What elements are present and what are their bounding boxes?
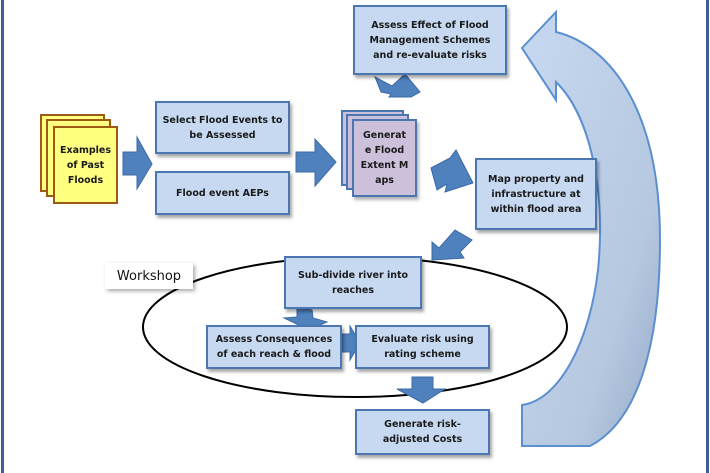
node-assess-effect: Assess Effect of Flood Management Scheme… [353, 5, 507, 75]
node-examples-past-floods: Examples of Past Floods [53, 126, 118, 204]
examples-past-floods-label: Examples of Past Floods [59, 144, 112, 186]
node-flood-event-aeps: Flood event AEPs [155, 171, 290, 215]
node-generate-costs: Generate risk-adjusted Costs [355, 409, 490, 455]
arrow-assess-effect-to-maps [374, 73, 421, 98]
node-generate-flood-extent-maps: Generat e Flood Extent Maps [352, 119, 417, 197]
node-assess-consequences: Assess Consequences of each reach & floo… [206, 325, 342, 369]
arrow-select-to-maps [295, 137, 337, 188]
workshop-label: Workshop [105, 263, 193, 289]
node-subdivide-river: Sub-divide river into reaches [284, 256, 422, 309]
node-map-property: Map property and infrastructure at withi… [475, 158, 597, 230]
arrow-evaluate-to-costs [396, 376, 447, 404]
workshop-label-text: Workshop [116, 268, 182, 284]
arrow-property-to-subdivide [431, 229, 473, 261]
assess-effect-label: Assess Effect of Flood Management Scheme… [369, 19, 491, 61]
subdivide-river-label: Sub-divide river into reaches [297, 269, 409, 296]
flood-event-aeps-label: Flood event AEPs [176, 187, 269, 199]
arrow-examples-to-select [122, 135, 153, 191]
node-select-flood-events: Select Flood Events to be Assessed [155, 101, 290, 154]
node-evaluate-risk: Evaluate risk using rating scheme [355, 325, 490, 369]
feedback-curved-arrow [520, 9, 662, 447]
map-property-label: Map property and infrastructure at withi… [488, 173, 584, 215]
select-flood-events-label: Select Flood Events to be Assessed [162, 114, 283, 141]
evaluate-risk-label: Evaluate risk using rating scheme [371, 334, 474, 360]
arrow-maps-to-property [430, 149, 474, 193]
frame-left-border [1, 0, 4, 473]
generate-costs-label: Generate risk-adjusted Costs [382, 419, 463, 445]
assess-consequences-label: Assess Consequences of each reach & floo… [215, 334, 333, 360]
frame-right-border [706, 0, 709, 473]
generate-flood-extent-maps-label: Generat e Flood Extent Maps [360, 130, 409, 186]
